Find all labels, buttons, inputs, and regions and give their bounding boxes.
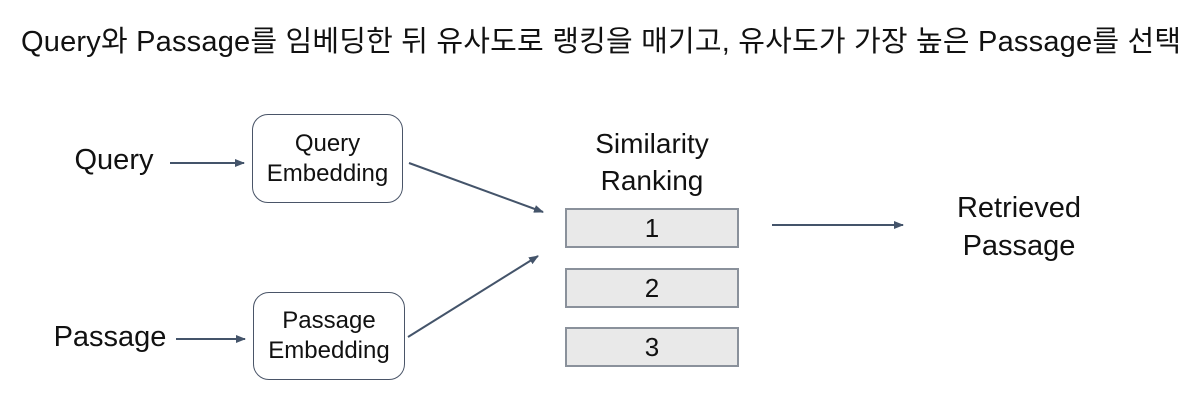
arrow-query-embedding-to-ranking (408, 162, 544, 213)
rank-box-3: 3 (565, 327, 739, 367)
rank-box-1: 1 (565, 208, 739, 248)
rank-box-2-label: 2 (644, 272, 660, 303)
passage-label: Passage (53, 321, 167, 353)
query-label: Query (74, 144, 154, 176)
similarity-ranking-title: Similarity Ranking (595, 128, 709, 196)
rank-box-1-label: 1 (644, 212, 660, 243)
passage-embedding-box-label: Passage Embedding (268, 307, 390, 364)
arrow-passage-embedding-to-ranking (407, 255, 539, 338)
query-embedding-box: Query Embedding (252, 114, 403, 203)
passage-embedding-box: Passage Embedding (253, 292, 405, 380)
retrieved-passage-label: Retrieved Passage (956, 192, 1082, 262)
query-embedding-box-label: Query Embedding (266, 129, 389, 187)
page-title: Query와 Passage를 임베딩한 뒤 유사도로 랭킹을 매기고, 유사도… (21, 26, 1179, 58)
rank-box-3-label: 3 (644, 331, 660, 362)
rank-box-2: 2 (565, 268, 739, 308)
